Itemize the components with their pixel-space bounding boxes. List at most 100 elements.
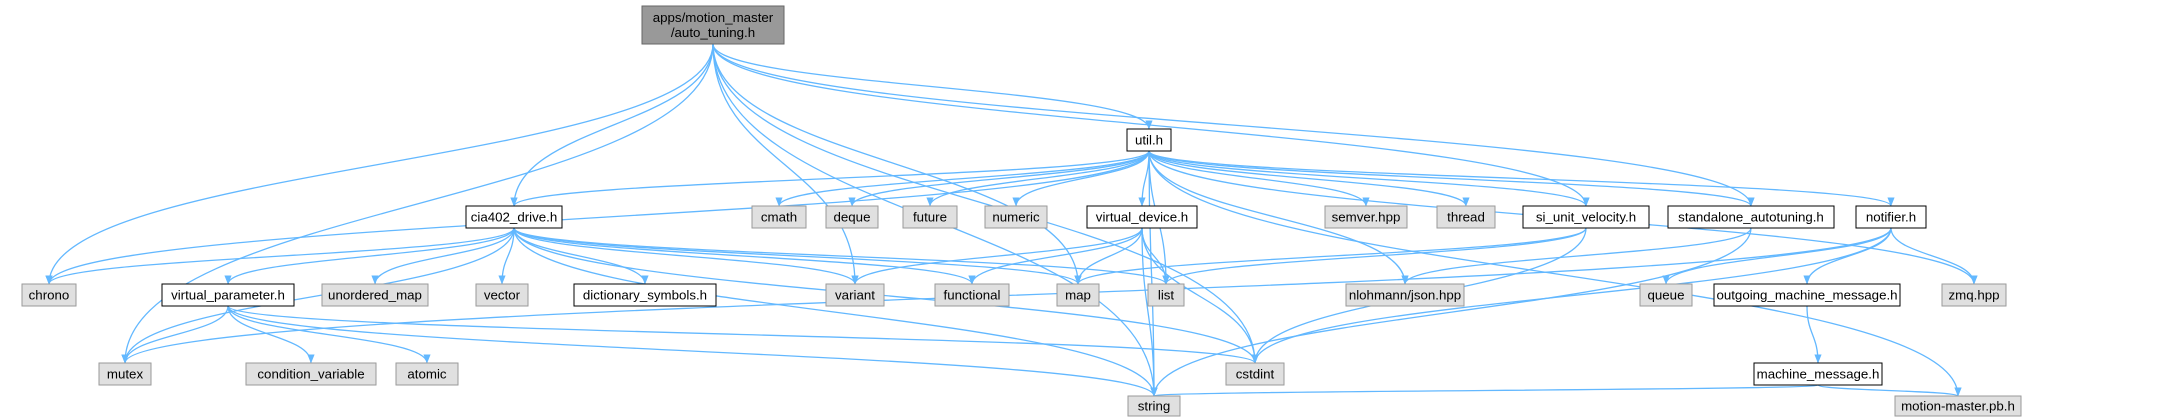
node-functional: functional (934, 283, 1010, 307)
node-semver-box (1324, 205, 1408, 229)
node-mm[interactable]: machine_message.h (1753, 362, 1883, 386)
node-cmath: cmath (751, 205, 807, 229)
edge-util-to-string (1148, 150, 1158, 397)
edge-cia402-to-vector (498, 227, 515, 285)
edge-mm-to-mmpb (1817, 384, 1962, 397)
edge-notif-to-queue (1662, 227, 1892, 285)
node-json-label: nlohmann/json.hpp (1349, 288, 1461, 303)
node-omm[interactable]: outgoing_machine_message.h (1713, 283, 1901, 307)
node-deque-box (825, 205, 879, 229)
edge-cia402-to-chrono (45, 227, 515, 285)
node-util[interactable]: util.h (1126, 128, 1172, 152)
node-string-box (1127, 395, 1181, 417)
node-mm-box (1753, 362, 1883, 386)
edge-vparam-to-condvar (227, 305, 315, 364)
edge-siu-to-map (1074, 227, 1587, 285)
node-deque: deque (825, 205, 879, 229)
node-vparam-label: virtual_parameter.h (171, 288, 285, 303)
edge-cia402-to-mutex (121, 227, 515, 364)
node-condvar-label: condition_variable (257, 367, 364, 382)
edge-util-to-sat (1148, 150, 1755, 207)
node-vparam-box (161, 283, 295, 307)
edge-cia402-to-list (513, 227, 1170, 285)
edge-root-to-util (712, 43, 1153, 130)
node-vdev[interactable]: virtual_device.h (1086, 205, 1198, 229)
edge-vparam-to-cstdint (227, 305, 1259, 364)
edge-vdev-to-string (1141, 227, 1158, 397)
node-semver-label: semver.hpp (1332, 210, 1401, 225)
node-map-label: map (1065, 288, 1091, 303)
edge-cia402-to-string (513, 227, 1158, 397)
node-chrono-label: chrono (29, 288, 70, 303)
node-siu[interactable]: si_unit_velocity.h (1522, 205, 1650, 229)
node-map: map (1056, 283, 1100, 307)
node-future-box (902, 205, 958, 229)
node-mmpb: motion-master.pb.h (1894, 395, 2022, 417)
edge-root-to-variant (712, 43, 859, 285)
node-sat-label: standalone_autotuning.h (1678, 210, 1824, 225)
node-mmpb-box (1894, 395, 2022, 417)
node-variant-box (825, 283, 885, 307)
edge-util-to-cmath (775, 150, 1150, 207)
edge-root-to-siu (712, 43, 1590, 207)
edge-cia402-to-vparam (224, 227, 515, 285)
node-vparam[interactable]: virtual_parameter.h (161, 283, 295, 307)
node-variant: variant (825, 283, 885, 307)
node-list-box (1147, 283, 1185, 307)
edge-util-to-deque (848, 150, 1150, 207)
edge-notif-to-omm (1803, 227, 1892, 285)
node-root-label: apps/motion_master (653, 10, 774, 25)
node-mm-label: machine_message.h (1757, 367, 1880, 382)
node-semver: semver.hpp (1324, 205, 1408, 229)
node-thread-box (1436, 205, 1496, 229)
node-vdev-label: virtual_device.h (1096, 210, 1188, 225)
node-list-label: list (1158, 288, 1175, 303)
node-cia402[interactable]: cia402_drive.h (465, 205, 563, 229)
node-vector-box (475, 283, 529, 307)
edge-root-to-sat (712, 43, 1755, 207)
node-siu-box (1522, 205, 1650, 229)
node-cia402-label: cia402_drive.h (471, 210, 558, 225)
edge-util-to-json (1148, 150, 1409, 285)
node-vdev-box (1086, 205, 1198, 229)
node-dsym[interactable]: dictionary_symbols.h (573, 283, 717, 307)
edge-util-to-semver (1148, 150, 1370, 207)
node-chrono: chrono (21, 283, 77, 307)
node-sat[interactable]: standalone_autotuning.h (1667, 205, 1835, 229)
node-numeric-box (984, 205, 1048, 229)
node-json: nlohmann/json.hpp (1345, 283, 1465, 307)
edge-vdev-to-functional (968, 227, 1143, 285)
edge-util-to-mmpb (1148, 150, 1962, 397)
node-root-label: /auto_tuning.h (671, 25, 755, 40)
node-functional-box (934, 283, 1010, 307)
node-numeric: numeric (984, 205, 1048, 229)
node-queue-label: queue (1648, 288, 1685, 303)
node-future-label: future (913, 210, 947, 225)
node-numeric-label: numeric (992, 210, 1040, 225)
node-map-box (1056, 283, 1100, 307)
edge-util-to-cia402 (510, 150, 1150, 207)
node-omm-box (1713, 283, 1901, 307)
edge-util-to-thread (1148, 150, 1470, 207)
edge-vparam-to-mutex (121, 305, 229, 364)
edge-root-to-cia402 (510, 43, 714, 207)
node-atomic-label: atomic (407, 367, 447, 382)
node-zmq: zmq.hpp (1941, 283, 2007, 307)
node-vector-label: vector (484, 288, 521, 303)
edge-sat-to-json (1401, 227, 1752, 285)
edge-root-to-map (712, 43, 1082, 285)
node-condvar: condition_variable (245, 362, 377, 386)
node-mmpb-label: motion-master.pb.h (1901, 399, 2015, 414)
edge-cia402-to-variant (513, 227, 859, 285)
node-umap: unordered_map (321, 283, 429, 307)
node-list: list (1147, 283, 1185, 307)
node-dsym-label: dictionary_symbols.h (583, 288, 707, 303)
file-nodes: apps/motion_master/auto_tuning.h util.h ci… (21, 5, 2022, 417)
node-root[interactable]: apps/motion_master/auto_tuning.h (641, 5, 785, 45)
edge-omm-to-mm (1806, 305, 1822, 364)
node-zmq-label: zmq.hpp (1949, 288, 2000, 303)
node-notif[interactable]: notifier.h (1855, 205, 1927, 229)
node-thread: thread (1436, 205, 1496, 229)
edge-cia402-to-map (513, 227, 1082, 285)
